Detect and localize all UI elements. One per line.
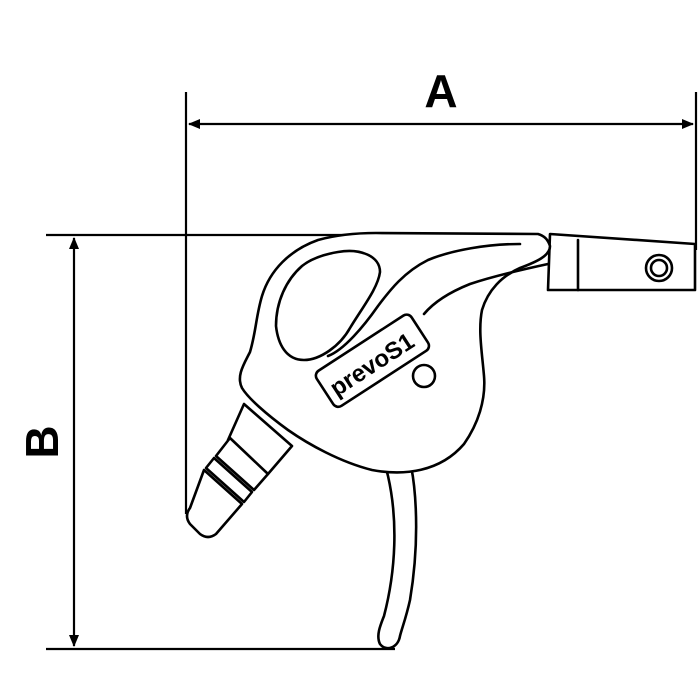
trigger-lever xyxy=(377,436,418,650)
nozzle-tube xyxy=(546,232,697,292)
coupling-tip xyxy=(185,468,244,539)
dimension-a: A xyxy=(184,65,698,514)
body-ridge xyxy=(326,242,522,358)
nozzle-hole-inner xyxy=(649,258,669,278)
dimension-label-b: B xyxy=(16,425,68,458)
air-inlet-coupling xyxy=(185,402,294,539)
grip-window xyxy=(274,249,382,362)
blow-gun: prevoS1 xyxy=(185,231,697,650)
coupling-collar xyxy=(214,436,270,492)
trigger-pivot-icon xyxy=(411,363,437,389)
coupling-groove xyxy=(204,456,254,504)
body-ridge-lower xyxy=(422,262,550,316)
dimension-label-a: A xyxy=(424,65,457,117)
logo-plate-frame xyxy=(314,313,431,409)
